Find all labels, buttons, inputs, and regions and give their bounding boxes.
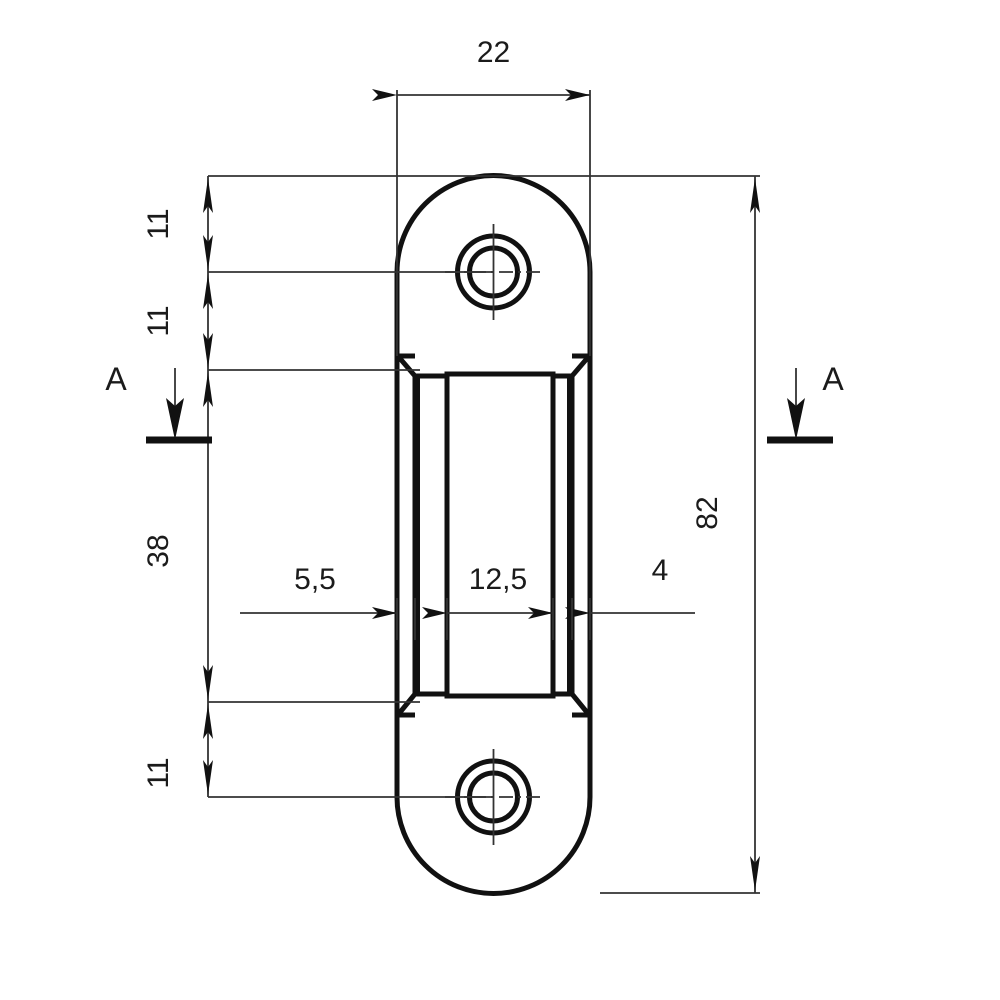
section-label-left: A	[105, 361, 127, 397]
section-mark-right: A	[767, 361, 844, 444]
dim-82-arrow-top	[750, 178, 760, 213]
plate-recess-region	[395, 353, 592, 718]
dim-arrows-11-top	[203, 178, 213, 270]
dim-82-arrow-bottom	[750, 856, 760, 891]
extension-lines	[208, 90, 760, 894]
section-label-right: A	[822, 361, 844, 397]
dimension-width-22: 22	[372, 36, 590, 101]
section-right-arrowhead	[787, 398, 805, 440]
dim-label-section-to-lower: 38	[142, 534, 175, 567]
dim-label-right-offset: 4	[652, 554, 669, 587]
dim-label-top-to-hole: 11	[142, 208, 175, 239]
dim-label-recess-width: 12,5	[469, 563, 527, 596]
plate-body-outline	[394, 173, 593, 896]
dim-label-lower-to-hole: 11	[142, 757, 175, 788]
left-step-wall	[395, 353, 418, 718]
dim-arrows-11-second	[203, 274, 213, 368]
dimension-row-horizontal: 5,5 12,5 4	[240, 554, 695, 640]
right-step-wall	[569, 353, 592, 718]
dimension-overall-82: 82	[691, 176, 760, 893]
dimension-chain-left: 11 11 38 11	[142, 176, 213, 797]
dim-arrows-11-bottom	[203, 704, 213, 795]
section-left-arrowhead	[166, 398, 184, 440]
central-pocket	[444, 371, 556, 699]
dim-label-left-offset: 5,5	[294, 563, 336, 596]
dim-label-hole-to-section: 11	[142, 305, 175, 336]
part-outline	[394, 173, 593, 896]
dim-arrows-38	[203, 372, 213, 700]
dim-label-width-top: 22	[477, 36, 510, 69]
section-mark-left: A	[105, 361, 212, 444]
dim-label-height-overall: 82	[691, 496, 724, 529]
